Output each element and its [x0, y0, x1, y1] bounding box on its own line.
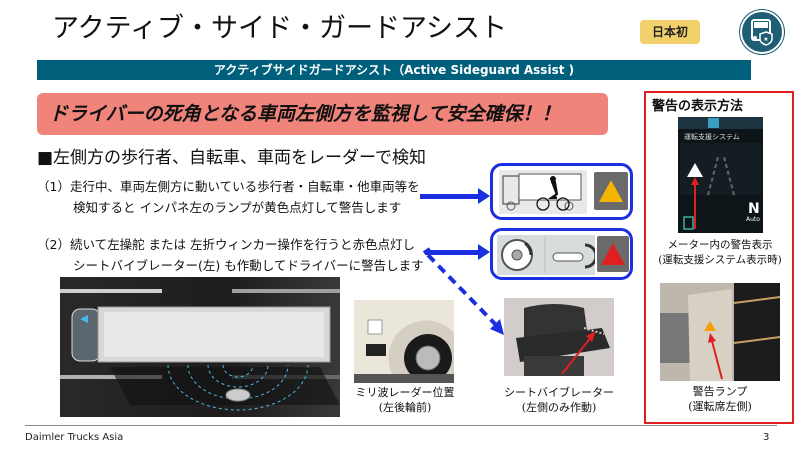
warning-display-title: 警告の表示方法 — [652, 99, 744, 114]
arrow-step-1 — [420, 194, 480, 199]
seat-vibrator-caption: シートバイブレーター (左側のみ作動) — [504, 386, 614, 414]
warning-lamp-caption: 警告ランプ (運転席左側) — [688, 385, 752, 413]
detection-subheading: ■左側方の歩行者、自転車、車両をレーダーで検知 — [37, 148, 427, 168]
page-number: 3 — [763, 432, 770, 443]
headline-callout: ドライバーの死角となる車両左側方を監視して安全確保！！ — [37, 93, 608, 135]
svg-text:N: N — [748, 201, 760, 217]
step-1-text: （1）走行中、車両左側方に動いている歩行者・自転車・他車両等を 検知すると イン… — [37, 176, 420, 218]
steering-wheel-turn-signal-icon — [497, 235, 598, 275]
yellow-warning-triangle-icon — [599, 180, 623, 202]
step-2-text: （2）続いて左操舵 または 左折ウィンカー操作を行うと赤色点灯し シートバイブレ… — [37, 234, 424, 276]
section-banner: アクティブサイドガードアシスト（Active Sideguard Assist … — [37, 60, 751, 80]
dashed-arrow-to-seat — [422, 247, 504, 335]
red-warning-lamp — [597, 236, 629, 272]
truck-cyclist-icon — [499, 170, 587, 214]
yellow-warning-lamp — [594, 172, 628, 210]
red-warning-triangle-icon — [601, 243, 625, 265]
meter-screen-label: 運転支援システム — [684, 132, 740, 141]
step-1-line-2: 検知すると インパネ左のランプが黄色点灯して警告します — [73, 200, 402, 215]
step-2-line-2: シートバイブレーター(左) も作動してドライバーに警告します — [73, 258, 424, 273]
svg-text:Auto: Auto — [746, 216, 760, 223]
step-1-illustration-box — [490, 163, 633, 220]
arrowhead-step-1 — [478, 188, 490, 204]
bus-radar-topview-image — [60, 277, 340, 417]
meter-display-image: 運転支援システム N Auto — [678, 117, 763, 233]
japan-first-badge: 日本初 — [640, 20, 700, 44]
meter-warning-caption: メーター内の警告表示 (運転支援システム表示時) — [658, 239, 782, 266]
warning-lamp-photo — [660, 283, 780, 381]
step-2-line-1: （2）続いて左操舵 または 左折ウィンカー操作を行うと赤色点灯し — [37, 237, 416, 252]
step-1-line-1: （1）走行中、車両左側方に動いている歩行者・自転車・他車両等を — [37, 179, 420, 194]
step-2-illustration-box — [490, 228, 633, 280]
svg-text:★: ★ — [763, 36, 768, 43]
arrow-step-2 — [425, 250, 480, 255]
seat-vibrator-image — [504, 298, 614, 376]
footer-divider — [25, 425, 777, 426]
radar-position-caption: ミリ波レーダー位置 (左後輪前) — [355, 386, 455, 414]
arrowhead-step-2 — [478, 244, 490, 260]
bus-safety-shield-icon: ★ — [740, 10, 784, 54]
footer-company: Daimler Trucks Asia — [25, 432, 124, 443]
radar-position-wheel-image — [354, 300, 454, 383]
page-title: アクティブ・サイド・ガードアシスト — [52, 13, 507, 44]
